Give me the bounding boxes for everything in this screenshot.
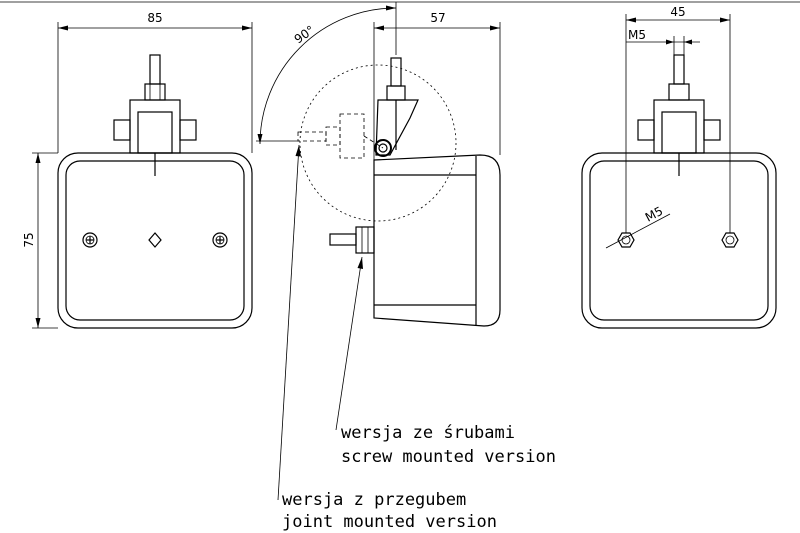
back-stud (673, 54, 685, 85)
front-bracket-nut-right (179, 119, 197, 141)
front-view: 85 75 (22, 11, 253, 329)
dim-front-width: 85 (147, 11, 162, 25)
front-stud (149, 54, 161, 85)
note-screw-en: screw mounted version (341, 447, 556, 467)
note-joint-en: joint mounted version (282, 512, 497, 532)
side-stud (390, 57, 402, 87)
leader-screw (335, 256, 363, 431)
dim-swivel-angle: 90° (292, 23, 317, 47)
side-nut (386, 85, 406, 101)
back-nut (668, 83, 690, 101)
side-housing (373, 154, 501, 327)
front-bracket-inner (137, 111, 173, 154)
dim-line-hole (605, 213, 671, 249)
front-nut (144, 83, 166, 101)
side-view: 90° 57 (256, 2, 501, 327)
dim-hole-thread: M5 (643, 204, 665, 225)
leader-joint (277, 144, 300, 501)
swivel-arc (259, 7, 397, 145)
back-view: M5 45 M5 (581, 5, 777, 329)
front-bracket-nut-left (113, 119, 131, 141)
annotations: wersja ze śrubami screw mounted version … (277, 144, 556, 532)
note-joint-pl: wersja z przegubem (282, 490, 466, 510)
screw-icon (82, 232, 98, 248)
joint-pivot-icon (374, 139, 392, 157)
back-housing-outer (581, 152, 777, 329)
note-screw-pl: wersja ze śrubami (341, 423, 515, 443)
side-joint-bracket (375, 99, 419, 156)
swivel-circle (299, 64, 457, 222)
hex-nut-icon (721, 232, 739, 248)
side-rotated-joint (297, 113, 384, 159)
hex-nut-icon (617, 232, 635, 248)
dim-height: 75 (22, 232, 36, 247)
side-screw-stud (329, 233, 357, 246)
dim-side-depth: 57 (430, 11, 445, 25)
back-housing-inner (589, 160, 769, 321)
dim-stud-thread: M5 (628, 28, 646, 42)
screw-icon (212, 232, 228, 248)
center-diamond-icon (148, 232, 162, 248)
dim-back-width: 45 (670, 5, 685, 19)
side-screw-nut (355, 226, 375, 254)
